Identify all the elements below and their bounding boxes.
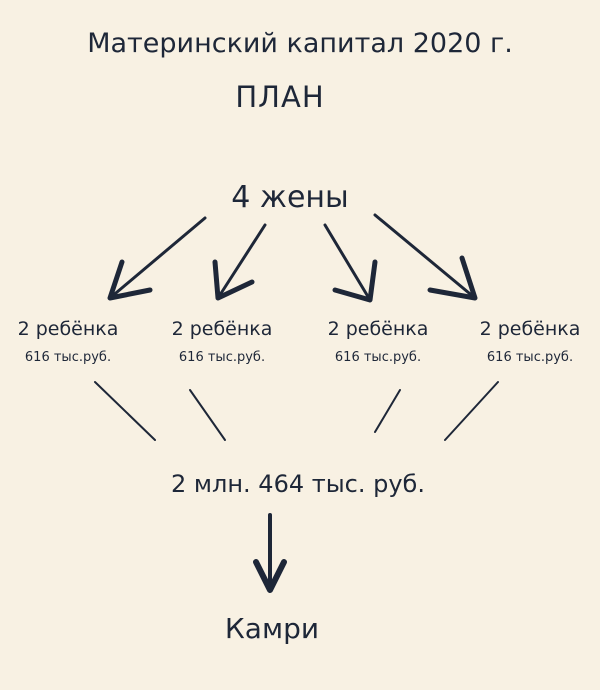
branch-2-amount: 616 тыс.руб. xyxy=(178,350,266,365)
arrow-to-branch-4 xyxy=(373,213,478,301)
arrow-to-branch-3 xyxy=(323,223,378,303)
branch-1-amount: 616 тыс.руб. xyxy=(24,350,112,365)
line-branch-4 xyxy=(444,381,499,441)
arrow-to-branch-1 xyxy=(107,216,207,301)
subtitle: ПЛАН xyxy=(235,80,325,114)
line-branch-1 xyxy=(94,381,156,441)
arrow-to-result xyxy=(253,513,287,593)
line-branch-3 xyxy=(374,389,401,433)
branch-3-amount: 616 тыс.руб. xyxy=(334,350,422,365)
title: Материнский капитал 2020 г. xyxy=(87,28,513,59)
branch-4-amount: 616 тыс.руб. xyxy=(486,350,574,365)
branch-2-children: 2 ребёнка xyxy=(171,318,273,340)
branch-3-children: 2 ребёнка xyxy=(327,318,429,340)
total-node: 2 млн. 464 тыс. руб. xyxy=(171,470,425,498)
line-branch-2 xyxy=(189,389,226,441)
root-node: 4 жены xyxy=(231,180,349,215)
result-node: Камри xyxy=(224,612,320,645)
arrow-to-branch-2 xyxy=(212,223,267,301)
branch-4-children: 2 ребёнка xyxy=(479,318,581,340)
branch-1-children: 2 ребёнка xyxy=(17,318,119,340)
